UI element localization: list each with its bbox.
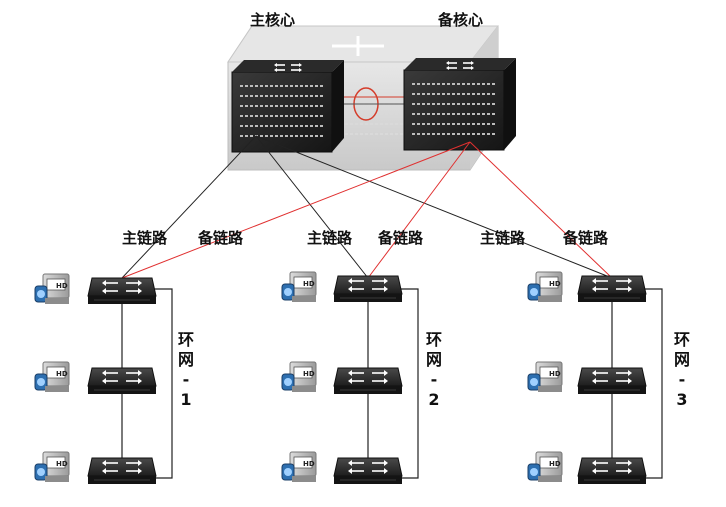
svg-text:HD: HD xyxy=(56,460,68,468)
hd-camera-icon: HD xyxy=(34,273,70,305)
backup-link-label-3: 备链路 xyxy=(563,229,609,247)
access-switch-icon xyxy=(87,457,157,485)
main-link-ring-1 xyxy=(121,135,257,279)
access-switch-icon xyxy=(87,277,157,305)
main-core-label: 主核心 xyxy=(250,11,296,29)
access-switch-icon xyxy=(333,367,403,395)
svg-text:HD: HD xyxy=(549,460,561,468)
hd-camera-icon: HD xyxy=(281,271,317,303)
main-link-ring-3 xyxy=(255,135,613,279)
backup-link-label-1: 备链路 xyxy=(198,229,244,247)
svg-text:HD: HD xyxy=(56,282,68,290)
ring-label-2: 环网-2 xyxy=(425,330,442,409)
access-switch-icon xyxy=(87,367,157,395)
svg-text:HD: HD xyxy=(303,280,315,288)
main-link-label-1: 主链路 xyxy=(122,229,168,247)
svg-text:HD: HD xyxy=(303,370,315,378)
backup-link-label-2: 备链路 xyxy=(378,229,424,247)
main-core-switch-icon xyxy=(231,59,345,153)
hd-camera-icon: HD xyxy=(34,361,70,393)
hd-camera-icon: HD xyxy=(527,271,563,303)
hd-camera-icon: HD xyxy=(281,451,317,483)
backup-link-ring-2 xyxy=(367,141,471,279)
main-links xyxy=(121,135,613,279)
backup-core-switch-icon xyxy=(403,57,517,151)
svg-text:HD: HD xyxy=(549,370,561,378)
svg-text:HD: HD xyxy=(549,280,561,288)
main-link-label-2: 主链路 xyxy=(307,229,353,247)
main-link-ring-2 xyxy=(255,135,369,279)
ring-label-3: 环网-3 xyxy=(673,330,690,409)
hd-camera-icon: HD xyxy=(527,361,563,393)
svg-text:HD: HD xyxy=(303,460,315,468)
access-switch-icon xyxy=(577,275,647,303)
backup-core-label: 备核心 xyxy=(438,11,484,29)
access-switch-icon xyxy=(333,457,403,485)
access-switch-icon xyxy=(577,367,647,395)
access-switch-icon xyxy=(577,457,647,485)
access-switch-icon xyxy=(333,275,403,303)
cameras: HD HD HD HD HD HD HD HD HD xyxy=(34,271,563,483)
backup-link-ring-1 xyxy=(121,141,471,279)
hd-camera-icon: HD xyxy=(281,361,317,393)
ring-label-1: 环网-1 xyxy=(177,330,194,409)
svg-text:HD: HD xyxy=(56,370,68,378)
hd-camera-icon: HD xyxy=(34,451,70,483)
backup-link-ring-3 xyxy=(469,141,613,279)
main-link-label-3: 主链路 xyxy=(480,229,526,247)
hd-camera-icon: HD xyxy=(527,451,563,483)
backup-links xyxy=(121,141,613,279)
